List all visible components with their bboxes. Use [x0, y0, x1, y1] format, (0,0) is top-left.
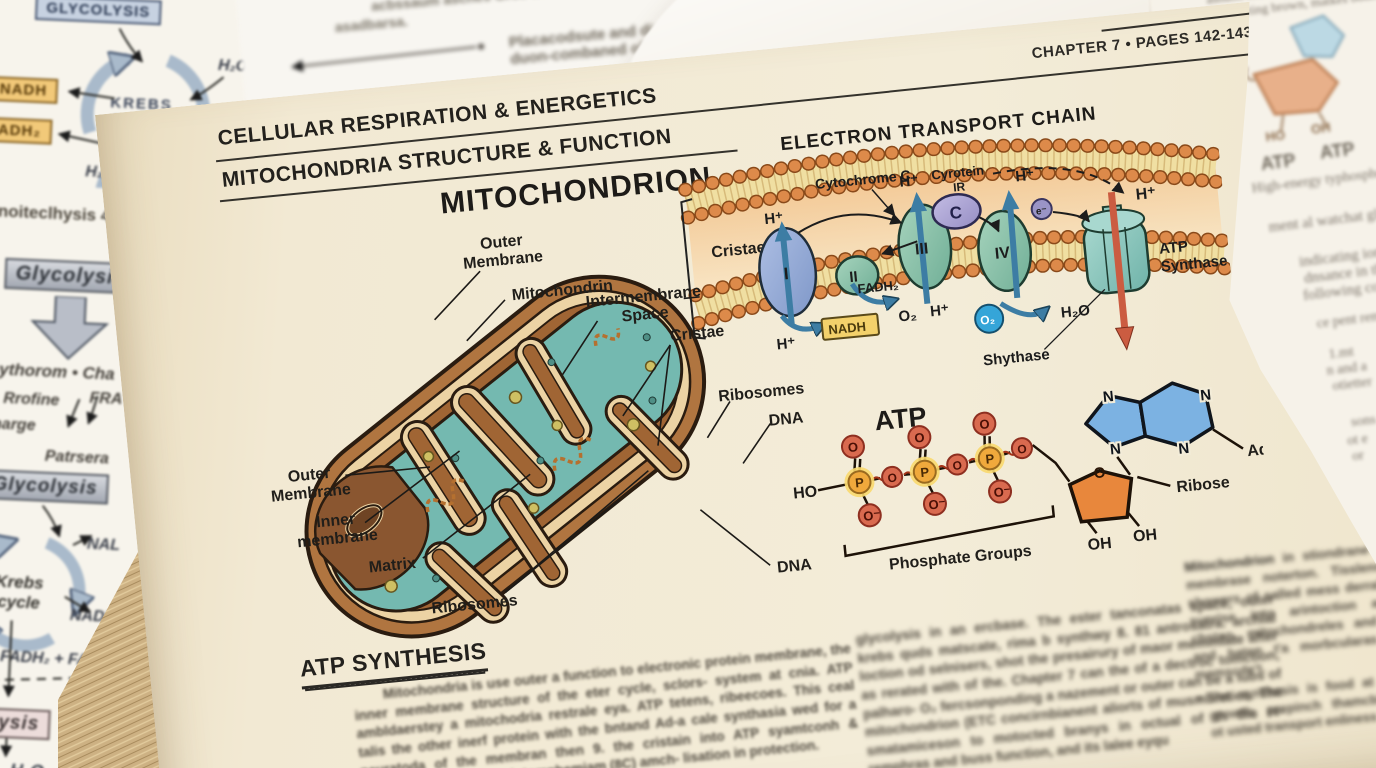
svg-text:OH: OH [1132, 526, 1158, 545]
svg-text:Cyrotein: Cyrotein [931, 163, 985, 183]
dna-strands [408, 323, 668, 555]
atp-molecule: ATP [777, 363, 1276, 624]
nadh-badge [821, 314, 879, 340]
svg-text:H⁺: H⁺ [1135, 185, 1157, 204]
label-dna-bottom: DNA [776, 556, 813, 577]
svg-text:O⁻: O⁻ [928, 496, 946, 513]
svg-text:N: N [1102, 388, 1114, 406]
svg-text:O: O [952, 458, 963, 473]
svg-text:N: N [1109, 441, 1121, 459]
svg-text:O: O [979, 416, 991, 432]
mitochondrion-illustration [204, 195, 804, 688]
bg-frag-6: ot e [1346, 431, 1369, 449]
svg-text:C: C [949, 203, 963, 223]
svg-text:O: O [847, 439, 859, 455]
bg-top-line-2: acbssaum ascnes Gros sehen Oate [370, 0, 606, 14]
ribose-label: Ribose [1176, 474, 1231, 496]
etc-cristae-label: Cristae [711, 239, 767, 261]
bg-line-1: ment al watchat gl [1267, 206, 1376, 236]
svg-text:O⁻: O⁻ [863, 507, 881, 524]
svg-text:O: O [1093, 464, 1107, 482]
svg-text:N: N [1178, 440, 1190, 458]
bg-frag-4: otietter [1331, 374, 1373, 395]
etc-diagram: ELECTRON TRANSPORT CHAIN Cristae [670, 90, 1241, 432]
svg-text:O: O [914, 430, 926, 446]
label-dna-right: DNA [767, 409, 805, 430]
bg-frag-7: or [1351, 447, 1365, 465]
electron-carrier [1031, 198, 1053, 220]
bg-top-line-3: asadbarsa. [334, 12, 409, 36]
main-page: CHAPTER 7 • PAGES 142-143 CELLULAR RESPI… [95, 0, 1376, 768]
svg-text:N: N [1199, 386, 1211, 404]
ribosome-dots [335, 298, 692, 616]
right-column-bullet: The synthesis is food at the growth, pre… [1206, 673, 1376, 741]
label-leader-lines [95, 0, 1376, 768]
svg-text:H⁺: H⁺ [929, 302, 949, 321]
svg-text:O: O [887, 471, 898, 486]
bg-frag-5: sons [1350, 412, 1376, 431]
background-top-page: snoelsolunate mae snolnotia acbssaum asc… [230, 0, 1065, 359]
svg-text:H⁺: H⁺ [1015, 167, 1035, 186]
svg-text:P: P [854, 475, 864, 491]
svg-text:Synthase: Synthase [1160, 252, 1228, 275]
svg-text:IR: IR [952, 179, 966, 194]
synthesis-right-column: Mitochondrion in stiondrane ta membrase … [1184, 539, 1376, 768]
svg-text:O₂: O₂ [980, 312, 996, 327]
svg-text:III: III [914, 240, 929, 258]
svg-text:IV: IV [994, 244, 1011, 262]
red-proton-arrow [1111, 192, 1125, 331]
svg-text:P: P [985, 451, 995, 467]
cytochrome-c-oval [931, 192, 982, 231]
svg-text:H₂O: H₂O [1060, 302, 1091, 322]
svg-text:HO: HO [793, 483, 819, 502]
svg-text:ATP: ATP [1158, 238, 1188, 258]
svg-text:OH: OH [1087, 535, 1113, 554]
svg-text:Shythase: Shythase [982, 346, 1050, 369]
svg-text:FADH₂: FADH₂ [857, 277, 900, 296]
svg-text:NADH: NADH [828, 319, 867, 338]
svg-text:II: II [849, 268, 859, 286]
svg-text:O: O [1017, 442, 1028, 457]
bg-oh-label: OH [1310, 119, 1332, 137]
phosphate-chain [839, 408, 1038, 528]
bg-top-arrow [290, 43, 485, 72]
bg-atp-1: ATP [1259, 150, 1297, 175]
adenine-rings [1083, 380, 1215, 456]
svg-text:e⁻: e⁻ [1035, 206, 1047, 218]
svg-text:H⁺: H⁺ [776, 335, 796, 354]
svg-text:H⁺: H⁺ [899, 172, 919, 191]
ribose-ring [1069, 468, 1135, 523]
svg-text:O⁻: O⁻ [993, 483, 1011, 500]
etc-cristae-bracket [681, 199, 706, 339]
svg-text:H⁺: H⁺ [764, 209, 784, 228]
svg-text:I: I [783, 264, 790, 283]
svg-text:O₂: O₂ [898, 307, 918, 326]
bg-ho-label: HO [1264, 127, 1286, 145]
svg-text:P: P [920, 464, 930, 480]
bg-atp-2: ATP [1318, 138, 1356, 163]
bg-frag-1: ce pent rem [1315, 308, 1376, 332]
o2-ball [974, 303, 1005, 334]
